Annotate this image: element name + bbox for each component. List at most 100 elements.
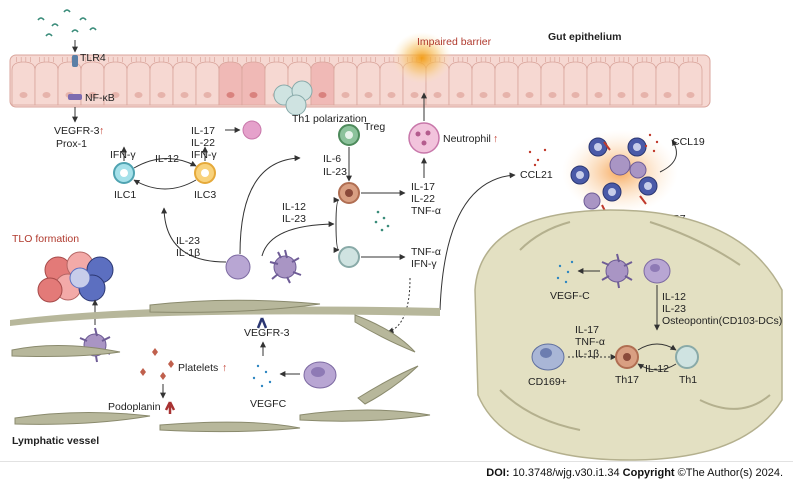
epithelial-nucleus [387, 92, 396, 98]
goblet-cell [241, 61, 266, 106]
th1-cell-center [338, 246, 360, 268]
th1-node-label: Th1 [679, 374, 697, 386]
il12-ilc-label: IL-12 [155, 153, 179, 165]
th17-out-3: TNF-α [411, 205, 441, 217]
epithelial-cell [471, 61, 496, 106]
epithelial-cell [563, 61, 588, 106]
epithelial-cell [11, 61, 36, 106]
epithelial-nucleus [502, 92, 511, 98]
ccr7-to-ccl19-arrow [659, 139, 678, 173]
epithelial-cell [126, 61, 151, 106]
cd169-label: CD169+ [528, 376, 567, 388]
dendritic-cell-spiky [269, 249, 302, 284]
impaired-barrier-label: Impaired barrier [417, 36, 492, 48]
ccl21-dots [528, 148, 547, 167]
tlo-formation-label: TLO formation [12, 233, 79, 245]
ccl21-label: CCL21 [520, 169, 553, 181]
epithelial-nucleus [663, 92, 672, 98]
vegfc-dots [252, 364, 272, 388]
epithelial-cell [356, 61, 381, 106]
epithelial-nucleus [341, 92, 350, 98]
vegfr3-prox1-label-1: VEGFR-3 [54, 125, 100, 137]
epithelial-nucleus [594, 92, 603, 98]
epithelial-cell [586, 61, 611, 106]
split-to-th1-arrow [333, 223, 340, 253]
platelets-label: Platelets [178, 362, 218, 374]
th1-to-vessel-dotted [387, 277, 411, 334]
node-out-3: IL-1β [575, 348, 599, 360]
doi-value: 10.3748/wjg.v30.i1.34 [512, 467, 620, 479]
node-out-1: IL-17 [575, 324, 599, 336]
citation-text: DOI: 10.3748/wjg.v30.i1.34 Copyright ©Th… [486, 467, 783, 479]
split-to-th17-arrow [333, 197, 340, 225]
epithelial-cell [34, 61, 59, 106]
goblet-cell [310, 61, 335, 106]
gut-epithelium-title: Gut epithelium [548, 31, 622, 43]
node-dendritic-cell-spiky [601, 253, 633, 289]
epithelial-nucleus [318, 92, 327, 98]
il23-th17-label: IL-23 [323, 166, 347, 178]
epithelial-cell [172, 61, 197, 106]
vegfr3-vessel-label: VEGFR-3 [244, 327, 290, 339]
copyright-label: Copyright [622, 467, 675, 479]
il12-th-label: IL-12 [645, 363, 669, 375]
epithelial-nucleus [617, 92, 626, 98]
podoplanin-receptor-icon [164, 401, 176, 414]
epithelial-nucleus [479, 92, 488, 98]
epithelial-nucleus [364, 92, 373, 98]
epithelial-nucleus [640, 92, 649, 98]
il12-mid-label: IL-12 [282, 201, 306, 213]
epithelial-cell [149, 61, 174, 106]
vegfc-node-label: VEGF-C [550, 290, 590, 302]
th1-node-cell [675, 345, 699, 369]
lymph-node-sinus-2 [649, 221, 741, 266]
th1-to-th17-arrow [637, 363, 677, 371]
ilc3-label: ILC3 [194, 189, 216, 201]
th17-node-label: Th17 [615, 374, 639, 386]
epithelial-nucleus [249, 92, 258, 98]
epithelial-nucleus [410, 92, 419, 98]
osteopontin-label: Osteopontin(CD103-DCs) [662, 315, 782, 327]
ccl19-label: CCL19 [672, 136, 705, 148]
tlo-dendritic-cell [79, 327, 111, 363]
vegfc-node-dots [556, 260, 574, 284]
epithelial-cell [632, 61, 657, 106]
epithelial-cell [609, 61, 634, 106]
epithelial-nucleus [525, 92, 534, 98]
epithelial-cell [517, 61, 542, 106]
neutrophil-up-arrow: ↑ [493, 133, 498, 145]
th1-polarization-cluster [273, 80, 313, 116]
lymph-node-sinus-3 [699, 394, 771, 410]
treg-label: Treg [364, 121, 385, 133]
epithelial-nucleus [19, 92, 28, 98]
doi-label: DOI: [486, 467, 510, 479]
ilc3-out-2: IL-22 [191, 137, 215, 149]
epithelial-nucleus [456, 92, 465, 98]
th1-out-2: IFN-γ [411, 258, 437, 270]
th17-to-th1-arrow [637, 343, 677, 351]
dc-to-mid-arrow [261, 221, 335, 257]
ilc1-label: ILC1 [114, 189, 136, 201]
citation-footer: DOI: 10.3748/wjg.v30.i1.34 Copyright ©Th… [0, 461, 793, 484]
th1-out-1: TNF-α [411, 246, 441, 258]
il23-mid-label: IL-23 [282, 213, 306, 225]
il6-label: IL-6 [323, 153, 341, 165]
neutrophil-label: Neutrophil [443, 133, 491, 145]
node-out-2: TNF-α [575, 336, 605, 348]
epithelial-nucleus [433, 92, 442, 98]
th17-out-1: IL-17 [411, 181, 435, 193]
ilc1-ifng-label: IFN-γ [110, 149, 136, 161]
lymphatic-vessel-title: Lymphatic vessel [12, 435, 99, 447]
il23-ilc-label-1: IL-23 [176, 235, 200, 247]
epithelial-cell [333, 61, 358, 106]
ccr7-dc-cluster [570, 137, 658, 216]
epithelial-nucleus [571, 92, 580, 98]
th1-polarization-label: Th1 polarization [292, 113, 367, 125]
lymph-node [474, 209, 783, 461]
lymph-node-sinus-4 [499, 389, 581, 431]
ilc1-to-ilc3-arrow [133, 157, 197, 169]
dc-to-ilc-arrow [161, 207, 227, 263]
epithelial-nucleus [134, 92, 143, 98]
bacteria-icon [37, 9, 97, 37]
